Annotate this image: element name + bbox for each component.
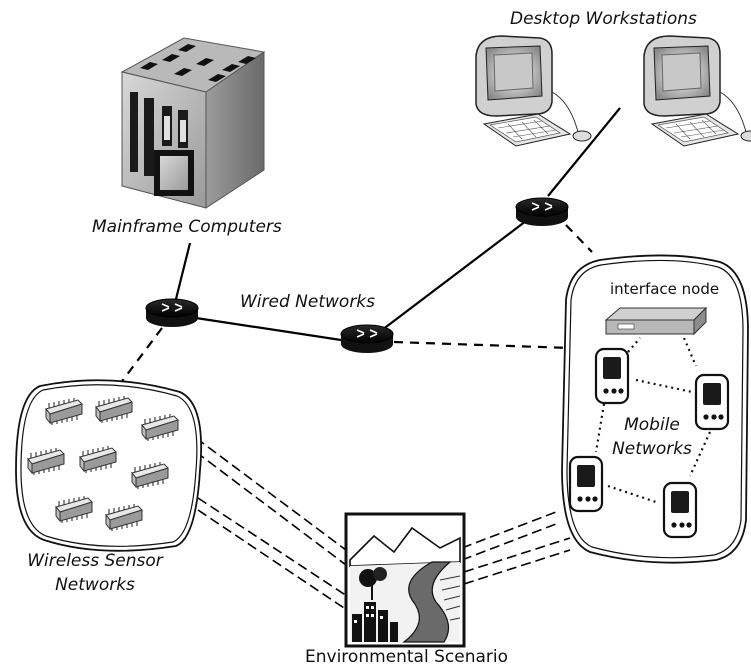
wireless-sensor-cloud bbox=[15, 379, 203, 552]
mainframe-computers-label: Mainframe Computers bbox=[92, 217, 282, 237]
mobile-networks-label-line1: Mobile bbox=[624, 415, 680, 435]
router-icon bbox=[145, 298, 199, 328]
environment-landscape-icon bbox=[344, 512, 466, 648]
router-icon bbox=[340, 324, 394, 354]
mobile-network-cloud bbox=[561, 254, 749, 564]
mobile-phone-icon bbox=[662, 481, 698, 539]
wireless-sensor-label-line1: Wireless Sensor bbox=[27, 551, 163, 571]
mainframe-icon bbox=[120, 37, 266, 209]
wired-networks-label: Wired Networks bbox=[240, 292, 376, 312]
mobile-phone-icon bbox=[594, 347, 630, 405]
interface-node-label: interface node bbox=[610, 280, 720, 298]
environmental-scenario-label: Environmental Scenario bbox=[305, 647, 508, 667]
wireless-sensor-label-line2: Networks bbox=[55, 575, 135, 595]
mobile-phone-icon bbox=[568, 455, 604, 513]
desktop-computer-icon bbox=[643, 35, 751, 147]
interface-node-icon bbox=[604, 306, 708, 336]
desktop-workstations-label: Desktop Workstations bbox=[510, 9, 697, 29]
mobile-networks-label-line2: Networks bbox=[612, 439, 692, 459]
mobile-phone-icon bbox=[694, 373, 730, 431]
router-icon bbox=[515, 197, 569, 227]
desktop-computer-icon bbox=[475, 35, 592, 147]
connection-lines bbox=[119, 107, 621, 613]
